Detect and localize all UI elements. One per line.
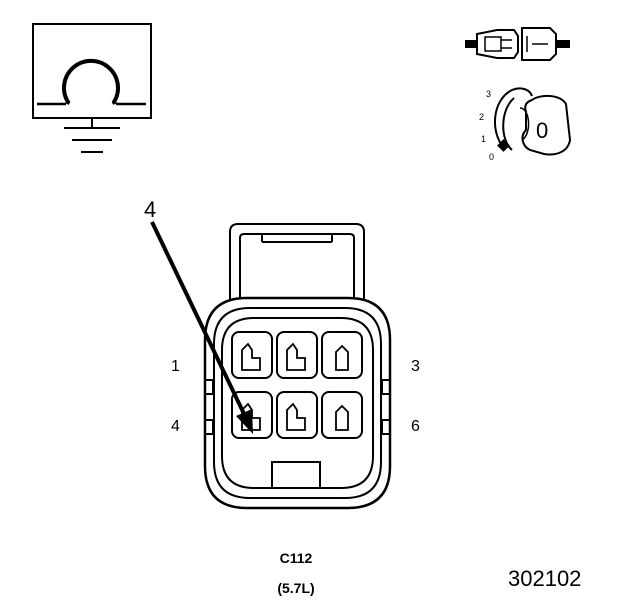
cavity-5 — [276, 391, 318, 439]
ignition-position-2: 2 — [479, 112, 484, 122]
cavity-1 — [231, 331, 273, 379]
connector-face — [203, 223, 392, 510]
cavity-3 — [321, 331, 363, 379]
cavity-2 — [276, 331, 318, 379]
ignition-position-1: 1 — [481, 134, 486, 144]
callout-label: 4 — [144, 197, 156, 222]
ignition-key-off-icon: 3 2 1 0 0 — [479, 87, 572, 162]
terminal-label-4: 4 — [171, 418, 180, 435]
engine-variant: (5.7L) — [277, 580, 314, 596]
callout-arrow — [150, 221, 253, 434]
figure-id: 302102 — [508, 566, 581, 591]
ignition-key-label: 0 — [536, 118, 548, 143]
ignition-position-3: 3 — [486, 89, 491, 99]
ohmmeter-icon — [32, 23, 152, 153]
terminal-label-1: 1 — [171, 358, 180, 375]
terminal-label-6: 6 — [411, 418, 420, 435]
connector-id: C112 — [280, 550, 313, 566]
disconnected-connector-icon — [465, 27, 570, 61]
terminal-label-3: 3 — [411, 358, 420, 375]
cavity-6 — [321, 391, 363, 439]
ignition-position-0: 0 — [489, 152, 494, 162]
